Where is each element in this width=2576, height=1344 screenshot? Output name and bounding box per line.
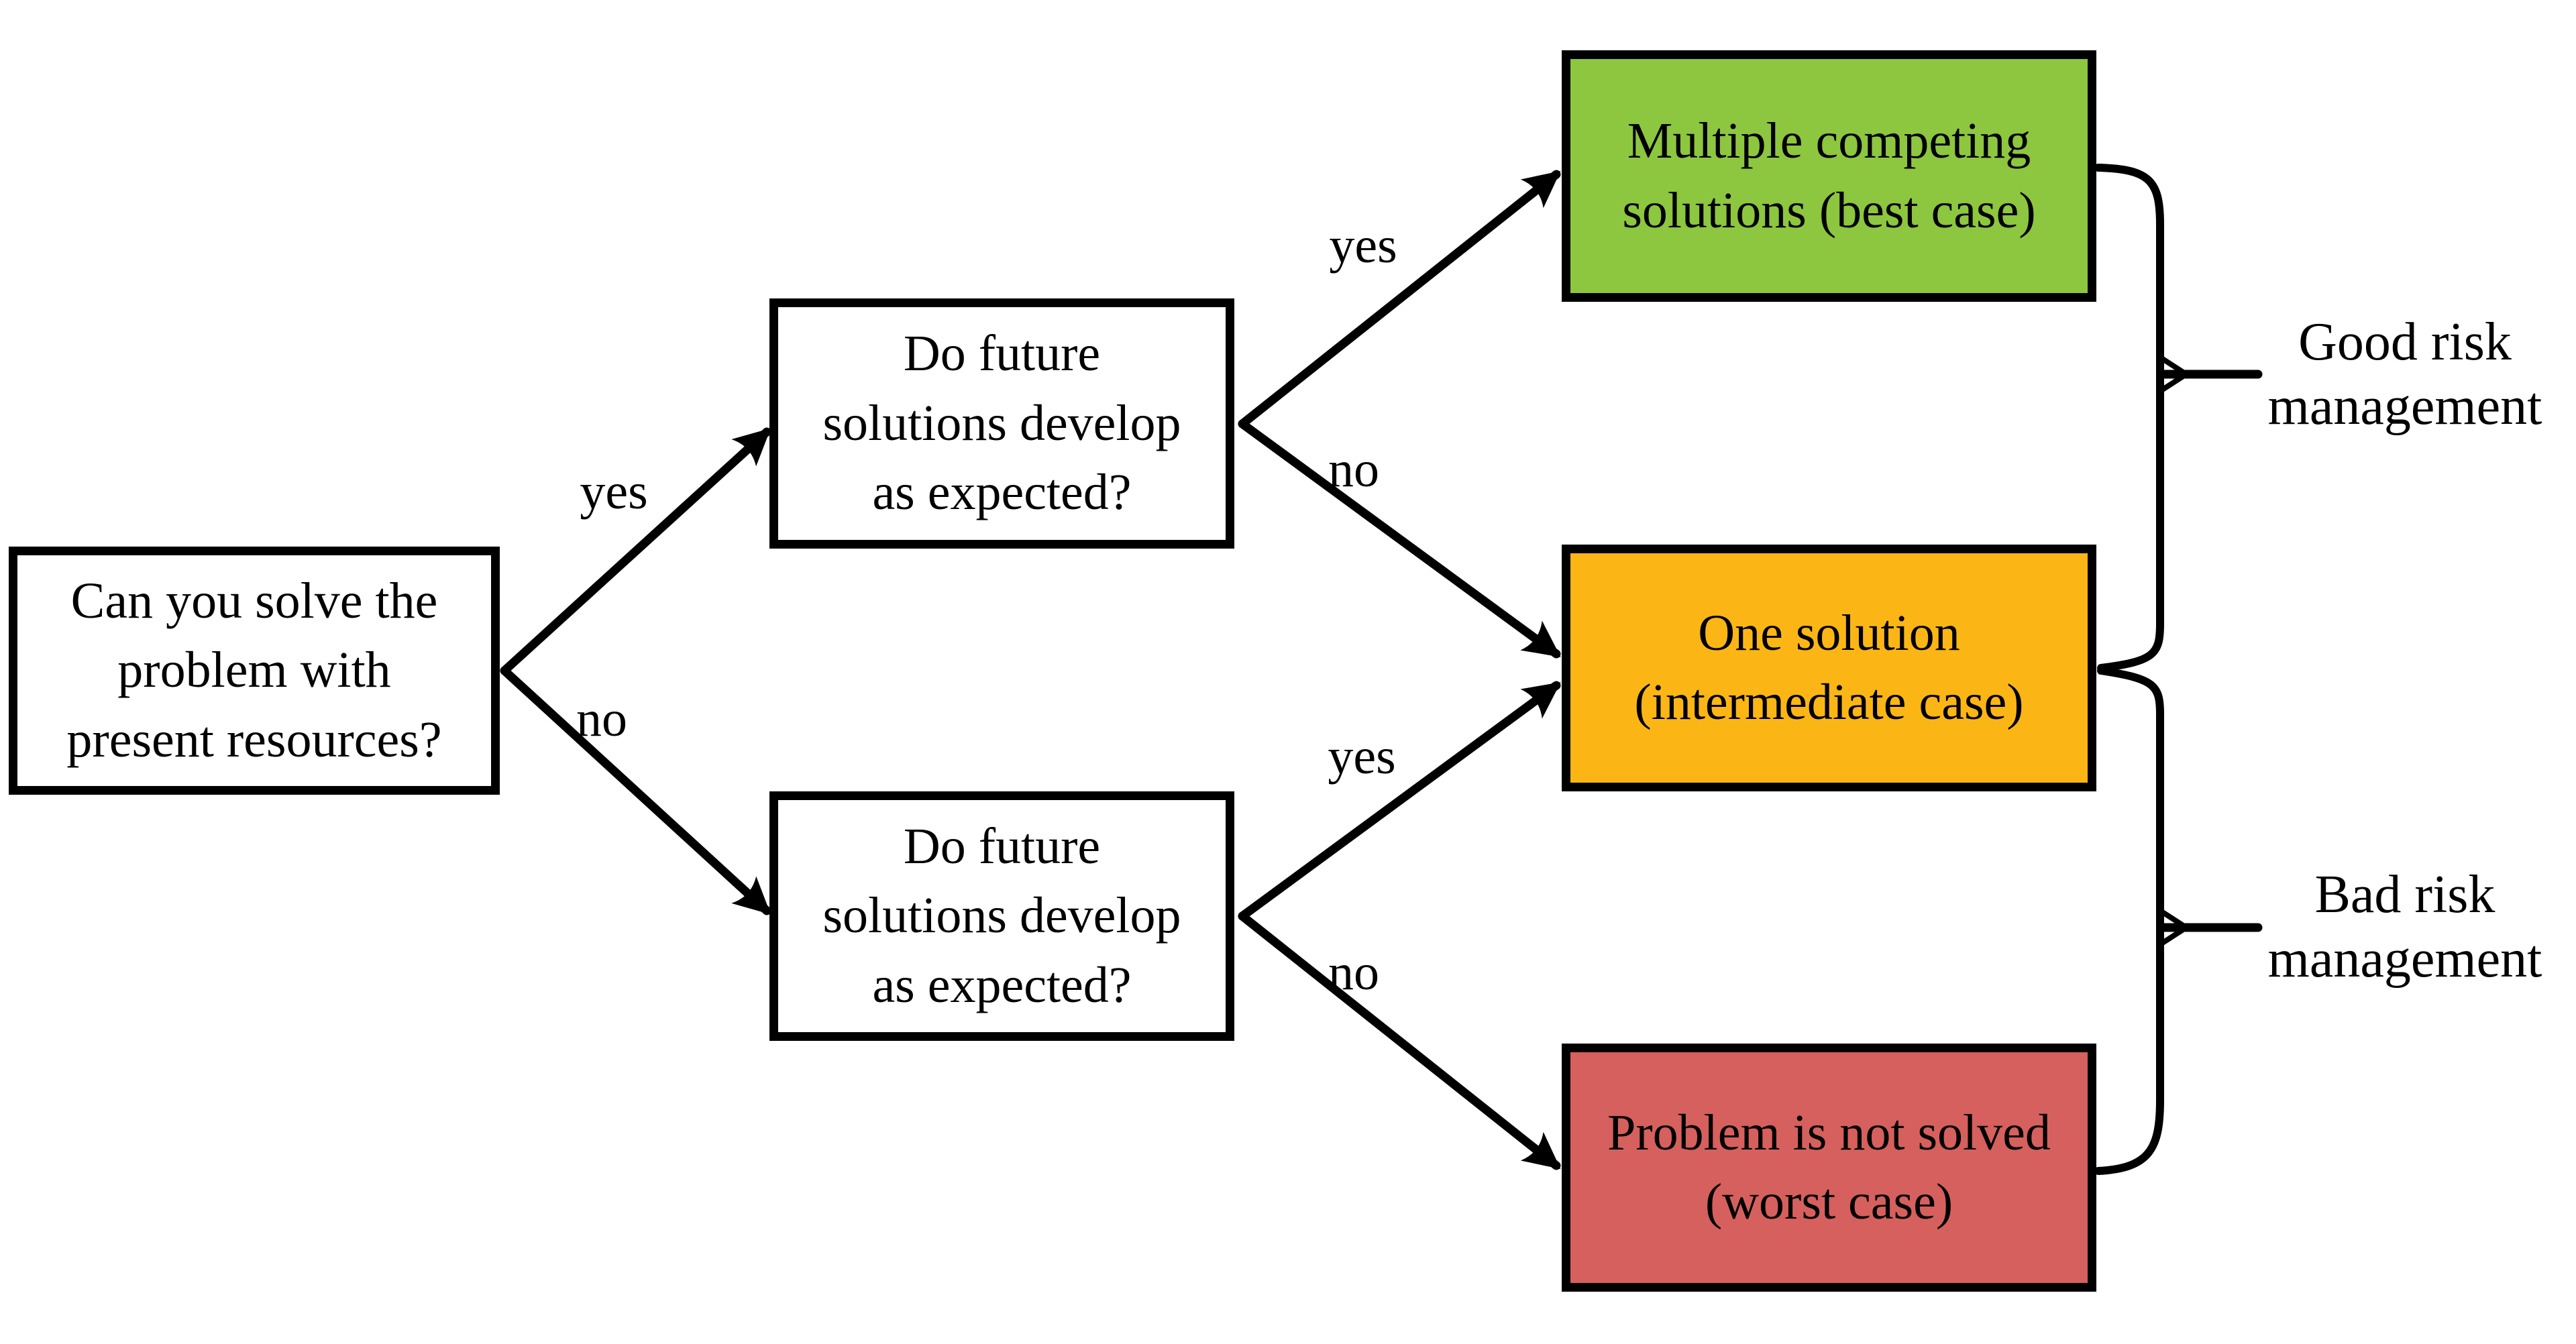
edge-label-top-yes: yes: [1329, 217, 1397, 274]
arrow-root-no: [500, 666, 771, 915]
decision-bottom-box: Do future solutions develop as expected?: [769, 791, 1234, 1041]
arrow-bottom-no: [1238, 911, 1561, 1170]
arrow-top-yes: [1238, 170, 1561, 429]
annotation-good-risk-management: Good risk management: [2267, 313, 2542, 436]
arrow-top-no: [1238, 419, 1561, 659]
brace-bad-risk: [2094, 667, 2164, 1175]
root-question-box: Can you solve the problem with present r…: [9, 547, 500, 795]
brace-good-risk: [2094, 164, 2164, 672]
decision-top-box: Do future solutions develop as expected?: [769, 298, 1234, 549]
edge-label-top-no: no: [1328, 441, 1379, 498]
outcome-intermediate-box: One solution (intermediate case): [1562, 545, 2096, 791]
outcome-worst-box: Problem is not solved (worst case): [1562, 1044, 2096, 1292]
edge-label-root-yes: yes: [580, 463, 648, 520]
edge-label-bottom-yes: yes: [1328, 728, 1396, 785]
edge-label-root-no: no: [576, 691, 627, 747]
brace-good-risk-arm-flare: [2159, 355, 2187, 393]
annotation-bad-risk-management: Bad risk management: [2267, 865, 2542, 989]
arrow-bottom-yes: [1238, 681, 1561, 921]
outcome-best-box: Multiple competing solutions (best case): [1562, 50, 2096, 302]
edge-label-bottom-no: no: [1328, 944, 1379, 1001]
arrow-root-yes: [500, 427, 771, 675]
brace-bad-risk-arm-flare: [2159, 909, 2187, 946]
